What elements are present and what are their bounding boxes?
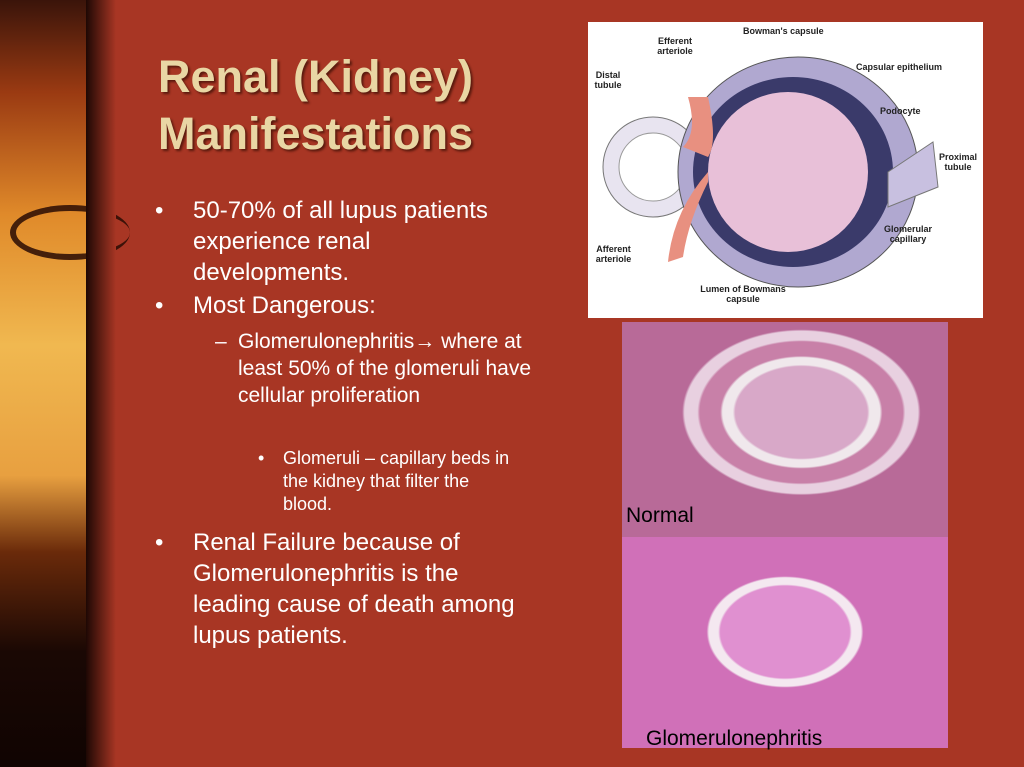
glomerulus-illustration: [602, 56, 939, 288]
bullet-marker: –: [215, 330, 227, 353]
strip-shadow: [86, 0, 116, 767]
title-line: Renal (Kidney): [158, 51, 474, 102]
bullet-text: 50-70% of all lupus patients experience …: [193, 197, 488, 286]
glomerulus-diagram: Bowman's capsule Efferent arteriole Dist…: [588, 22, 983, 318]
normal-glomerulus-micrograph: Normal: [622, 322, 948, 537]
label-bowmans-capsule: Bowman's capsule: [743, 26, 824, 36]
label-afferent-arteriole: Afferent arteriole: [595, 244, 632, 264]
micrograph-label-normal: Normal: [626, 504, 694, 527]
label-podocyte: Podocyte: [880, 106, 921, 116]
bullet-marker: •: [258, 448, 265, 468]
micrograph-label-glomerulonephritis: Glomerulonephritis: [646, 727, 823, 750]
bullet-marker: •: [155, 529, 164, 556]
bullet-item: • Most Dangerous:: [155, 290, 535, 321]
bullet-text: Glomeruli – capillary beds in the kidney…: [283, 448, 510, 514]
bullet-marker: •: [155, 197, 164, 224]
label-distal-tubule: Distal tubule: [594, 70, 622, 90]
label-proximal-tubule: Proximal tubule: [938, 152, 978, 172]
bullet-text: Most Dangerous:: [193, 292, 376, 319]
label-glomerular-capillary: Glomerular capillary: [883, 224, 932, 244]
label-efferent-arteriole: Efferent arteriole: [657, 36, 693, 56]
sub-sub-bullet-item: • Glomeruli – capillary beds in the kidne…: [258, 447, 528, 516]
bullet-item: • Renal Failure because of Glomerulonephr…: [155, 527, 535, 651]
slide-title: Renal (Kidney) Manifestations: [158, 48, 473, 162]
label-capsular-epithelium: Capsular epithelium: [856, 62, 943, 72]
bullet-text: Renal Failure because of Glomerulonephri…: [193, 529, 515, 649]
decorative-photo-strip: [0, 0, 130, 767]
title-line: Manifestations: [158, 108, 474, 159]
bullet-marker: •: [155, 292, 164, 319]
bullet-text: Glomerulonephritis→ where at least 50% o…: [238, 330, 532, 407]
bullet-item: • 50-70% of all lupus patients experience…: [155, 195, 535, 288]
label-lumen: Lumen of Bowmans capsule: [700, 284, 786, 304]
sub-bullet-item: –Glomerulonephritis→ where at least 50% …: [215, 328, 545, 409]
glomerulonephritis-micrograph: Glomerulonephritis: [622, 537, 948, 750]
beaker-rim: [10, 205, 130, 260]
